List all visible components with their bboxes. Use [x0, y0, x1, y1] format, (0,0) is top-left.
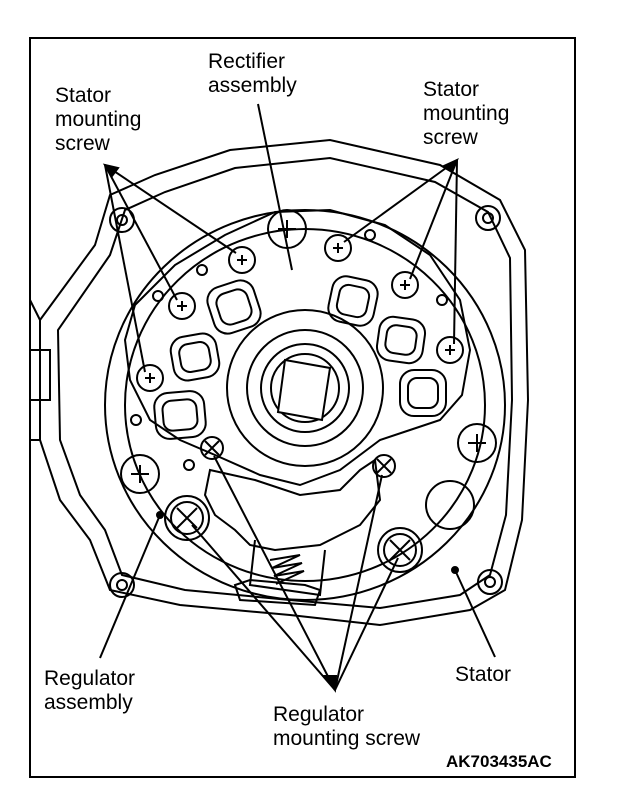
housing-outline [39, 138, 530, 627]
rectifier-plate [123, 208, 472, 487]
stator-screw [168, 292, 196, 320]
rivet [130, 414, 142, 426]
bearing-inner [270, 353, 340, 423]
stator-screw [324, 234, 352, 262]
large-screw [120, 454, 160, 494]
rivet [364, 229, 376, 241]
rivet [436, 294, 448, 306]
diode-block [327, 275, 379, 327]
regulator-screw [377, 527, 423, 573]
shaft-slot [276, 358, 332, 422]
rectifier-assembly-label: Rectifier assembly [208, 50, 297, 97]
mount-hole-tr [475, 205, 501, 231]
housing-inner-outline [56, 156, 514, 610]
diode-block [375, 315, 427, 365]
regulator-body [203, 458, 382, 552]
diode-block [153, 390, 207, 440]
mount-hole-bl [109, 572, 135, 598]
stator-screw [391, 271, 419, 299]
regulator-connector [233, 578, 322, 607]
stator-label: Stator [455, 663, 512, 686]
bearing-race [260, 343, 350, 433]
regulator-screw [372, 454, 396, 478]
large-screw [457, 423, 497, 463]
mount-hole-br [477, 569, 503, 595]
bearing-outer [226, 309, 384, 467]
figure-frame [29, 37, 576, 778]
round-plug [425, 480, 475, 530]
rivet [152, 290, 164, 302]
regulator-assembly-label: Regulator assembly [44, 667, 136, 714]
stator-mounting-screw-left-label: Stator mounting screw [55, 84, 142, 155]
regulator-mounting-screw-label: Regulator mounting screw [273, 703, 421, 750]
diode-block [399, 369, 447, 417]
left-bracket [29, 299, 51, 441]
stator-screw [436, 336, 464, 364]
brush-spring [269, 554, 305, 585]
diode-block [206, 279, 262, 335]
rivet [183, 459, 195, 471]
stator-screw [136, 364, 164, 392]
stator-screw [228, 246, 256, 274]
leader-lines [99, 103, 496, 693]
regulator-screw [164, 495, 210, 541]
stator-mounting-screw-right-label: Stator mounting screw [423, 78, 510, 149]
figure-code: AK703435AC [446, 752, 552, 771]
diode-block [169, 332, 221, 382]
regulator-arm [248, 539, 326, 597]
bearing-ring [246, 329, 364, 447]
rivet [196, 264, 208, 276]
regulator-screw [200, 436, 224, 460]
